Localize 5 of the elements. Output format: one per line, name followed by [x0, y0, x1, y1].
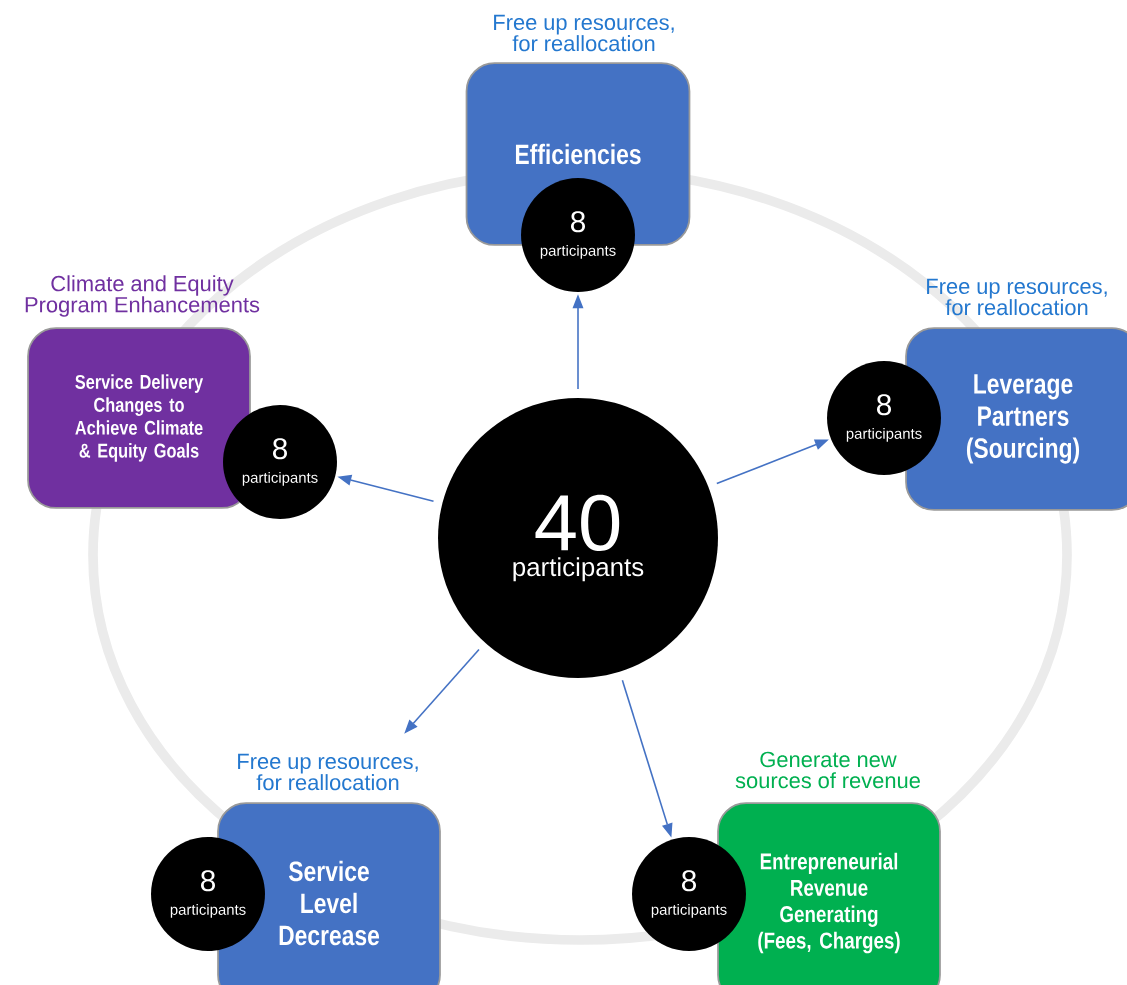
node-label: Climate and Equity Program Enhancements: [25, 275, 260, 317]
node-label: Generate new sources of revenue: [735, 751, 920, 789]
node-label: Free up resources, for reallocation: [494, 14, 674, 52]
node-label: Free up resources, for reallocation: [927, 278, 1107, 316]
node-label: Free up resources, for reallocation: [238, 753, 418, 791]
